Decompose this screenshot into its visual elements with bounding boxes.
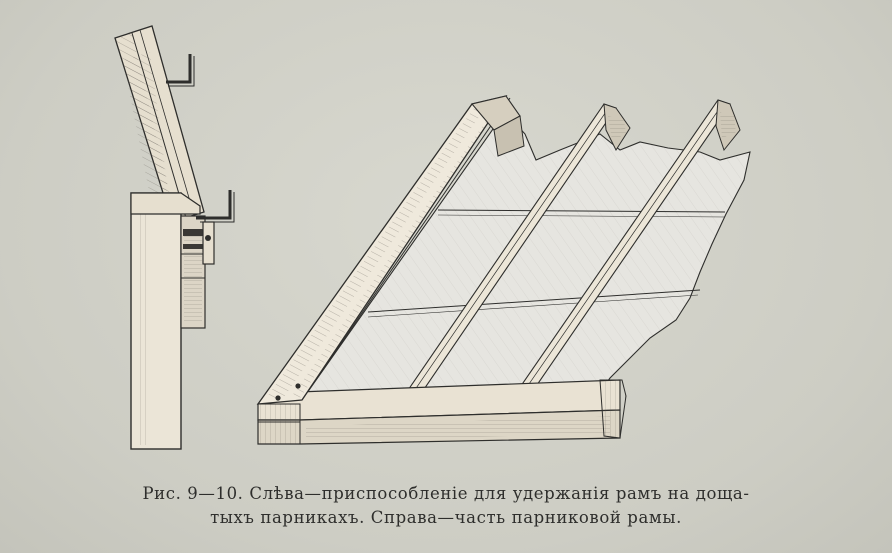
caption-line-2: тыхъ парникахъ. Справа—часть парниковой … — [210, 508, 682, 527]
upper-hook-bracket — [166, 54, 195, 87]
frame-holder-device — [114, 25, 235, 450]
bottom-cross-rail — [257, 379, 627, 445]
lower-hook-bracket — [196, 190, 235, 265]
wall-bracket-block — [180, 215, 206, 329]
sloped-frame-beam — [114, 25, 205, 223]
figure-drawing — [114, 25, 751, 450]
caption-line-1: Рис. 9—10. Слѣва—приспособленіе для удер… — [142, 484, 750, 503]
hotbed-wall-board — [130, 192, 201, 450]
hotbed-frame-section — [256, 94, 751, 445]
glass-pane-joints — [367, 209, 726, 318]
figure-caption: Рис. 9—10. Слѣва—приспособленіе для удер… — [0, 482, 892, 530]
side-stile — [256, 94, 525, 405]
